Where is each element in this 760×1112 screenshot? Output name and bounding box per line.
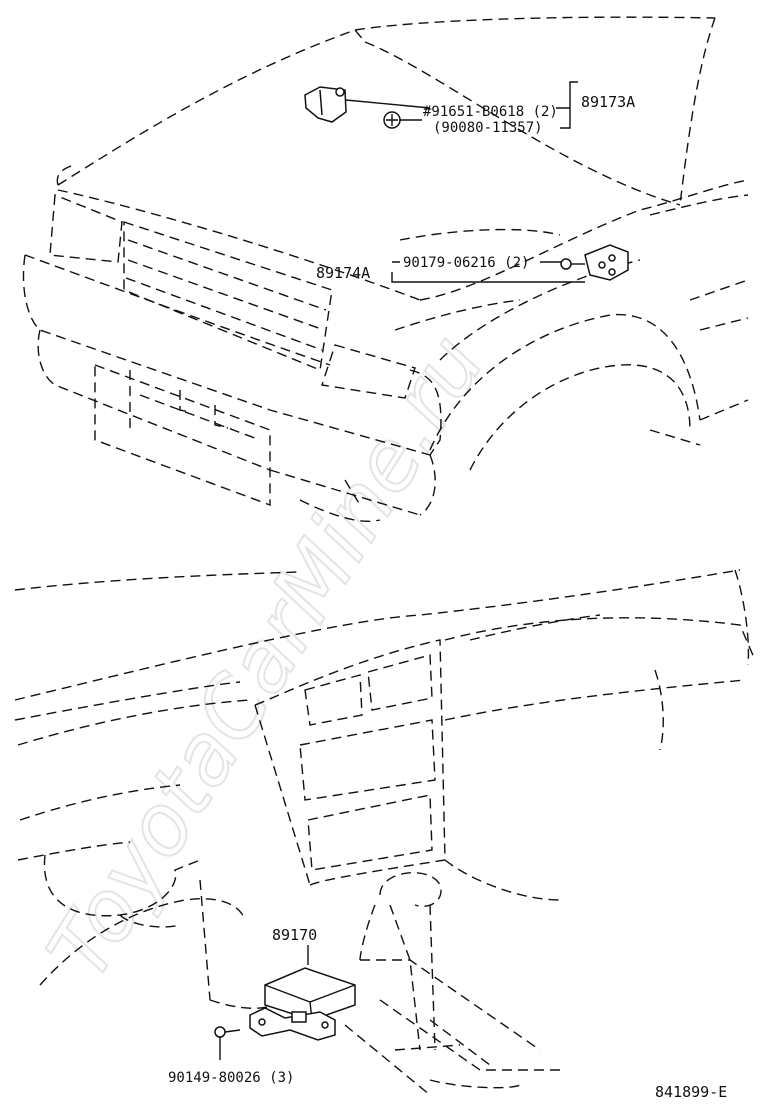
callout-bracket-89174A [391,261,585,283]
fastener-nut-91651 [383,111,422,129]
watermark-text: ToyotaCarMine.ru [29,318,503,996]
fastener-label-90149: 90149-80026 (3) [168,1070,294,1086]
figure-code: 841899-E [655,1083,727,1101]
front-airbag-sensor-89174A [584,244,629,281]
dashboard-outline [14,569,756,1096]
part-label-89174A: 89174A [316,264,370,282]
fastener-bolt-90149 [214,1026,241,1060]
fastener-label-91651: #91651-B0618 (2) [423,104,558,120]
front-airbag-sensor-89173A [304,86,431,123]
part-label-89173A: 89173A [581,93,635,111]
callout-bracket-89173A [556,81,578,129]
part-label-89170: 89170 [272,926,317,944]
fastener-label-90179: 90179-06216 (2) [403,255,529,271]
fastener-label-90080: (90080-11357) [433,120,543,136]
airbag-ecu-89170 [249,945,356,1041]
vehicle-front-outline [22,16,749,522]
fastener-bolt-90179 [560,258,585,270]
